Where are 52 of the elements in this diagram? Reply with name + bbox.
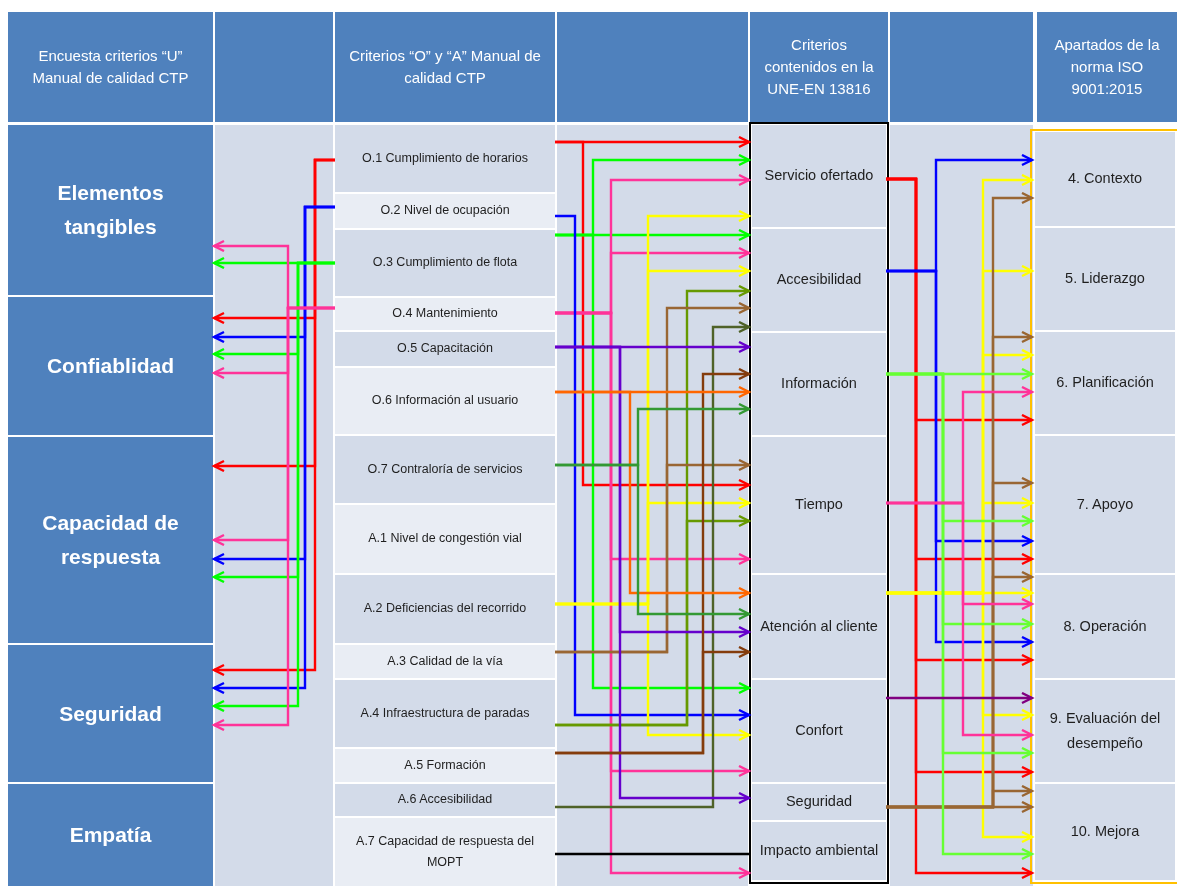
clause-box: 7. Apoyo	[1035, 436, 1175, 573]
header-cell: Encuesta criterios “U” Manual de calidad CTP	[8, 12, 213, 122]
arrow	[555, 140, 751, 492]
criterion-box: Seguridad	[752, 784, 886, 820]
clause-box: 8. Operación	[1035, 575, 1175, 678]
criterion-row: O.6 Información al usuario	[335, 368, 555, 434]
clause-box: 6. Planificación	[1035, 332, 1175, 434]
arrow	[886, 269, 1034, 649]
header-cell: Apartados de la norma ISO 9001:2015	[1037, 12, 1177, 122]
clause-box: 10. Mejora	[1035, 784, 1175, 880]
criterion-row: A.7 Capacidad de respuesta del MOPT	[335, 818, 555, 886]
arrow	[555, 514, 751, 727]
arrow	[555, 458, 751, 654]
category-box: Elementos tangibles	[8, 125, 213, 295]
criterion-row: O.5 Capacitación	[335, 332, 555, 366]
criterion-row: A.5 Formación	[335, 749, 555, 782]
criterion-row: A.6 Accesibilidad	[335, 784, 555, 816]
arrow	[555, 463, 751, 621]
category-box: Seguridad	[8, 645, 213, 782]
criterion-row: A.3 Calidad de la vía	[335, 645, 555, 678]
criterion-box: Impacto ambiental	[752, 822, 886, 880]
arrow	[886, 501, 1034, 742]
arrow	[555, 645, 751, 755]
criterion-row: A.1 Nivel de congestión vial	[335, 505, 555, 573]
arrow	[555, 390, 751, 600]
criterion-box: Confort	[752, 680, 886, 782]
arrow	[886, 591, 1034, 844]
header-cell: Criterios “O” y “A” Manual de calidad CTP	[335, 12, 555, 122]
category-box: Confiablidad	[8, 297, 213, 435]
arrow	[886, 372, 1034, 861]
criterion-row: O.3 Cumplimiento de flota	[335, 230, 555, 296]
criterion-box: Información	[752, 333, 886, 435]
criterion-box: Tiempo	[752, 437, 886, 573]
criterion-row: O.4 Mantenimiento	[335, 298, 555, 330]
header-cell: Criterios contenidos en la UNE-EN 13816	[750, 12, 888, 122]
clause-box: 9. Evaluación del desempeño	[1035, 680, 1175, 782]
criterion-row: O.7 Contraloría de servicios	[335, 436, 555, 503]
criterion-row: O.1 Cumplimiento de horarios	[335, 125, 555, 192]
clause-box: 4. Contexto	[1035, 132, 1175, 226]
criterion-box: Atención al cliente	[752, 575, 886, 678]
arrow	[555, 602, 751, 742]
category-box: Capacidad de respuesta	[8, 437, 213, 643]
arrow	[886, 691, 1034, 705]
criterion-row: O.2 Nivel de ocupación	[335, 194, 555, 228]
criterion-box: Servicio ofertado	[752, 125, 886, 227]
criterion-row: A.2 Deficiencias del recorrido	[335, 575, 555, 643]
arrow	[886, 800, 1034, 814]
criterion-box: Accesibilidad	[752, 229, 886, 331]
connector-line	[555, 852, 749, 856]
category-box: Empatía	[8, 784, 213, 886]
criterion-row: A.4 Infraestructura de paradas	[335, 680, 555, 747]
clause-box: 5. Liderazgo	[1035, 228, 1175, 330]
